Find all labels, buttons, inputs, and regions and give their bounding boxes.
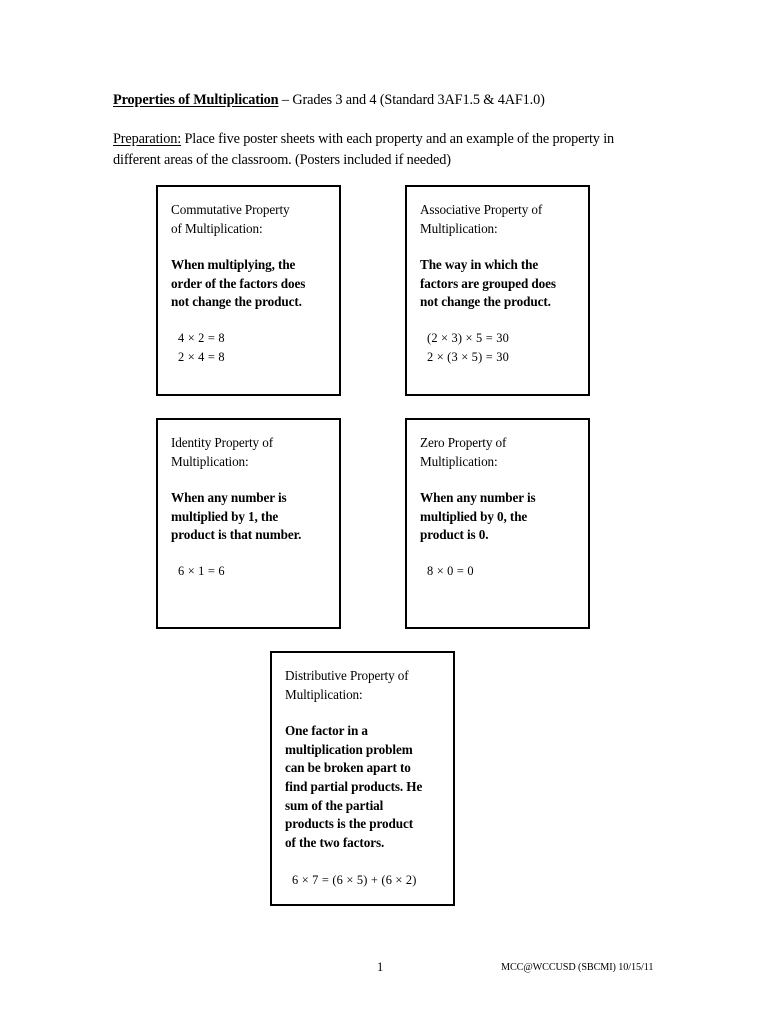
poster-box-content: Zero Property of Multiplication: When an… (407, 420, 588, 581)
poster-title: Commutative Property of Multiplication: (171, 202, 290, 236)
document-header: Properties of Multiplication – Grades 3 … (113, 90, 673, 110)
equation-line: 6 × 7 = (6 × 5) + (6 × 2) (292, 873, 417, 888)
equation-line: 6 × 1 = 6 (178, 563, 225, 578)
document-footer: 1 MCC@WCCUSD (SBCMI) 10/15/11 (0, 960, 768, 984)
poster-title: Distributive Property of Multiplication: (285, 668, 409, 702)
preparation-instructions: Place five poster sheets with each prope… (113, 131, 615, 168)
equation-line: 8 × 0 = 0 (427, 563, 474, 578)
preparation-paragraph: Preparation: Place five poster sheets wi… (113, 129, 658, 170)
poster-box-commutative: Commutative Property of Multiplication: … (156, 185, 341, 396)
page-number: 1 (377, 960, 384, 974)
poster-box-distributive: Distributive Property of Multiplication:… (270, 651, 455, 906)
footer-credit: MCC@WCCUSD (SBCMI) 10/15/11 (501, 962, 654, 973)
poster-body: One factor in a multiplication problem c… (285, 723, 423, 850)
poster-equations: (2 × 3) × 5 = 30 2 × (3 × 5) = 30 (420, 329, 588, 367)
poster-title: Associative Property of Multiplication: (420, 202, 543, 236)
poster-title: Identity Property of Multiplication: (171, 435, 274, 469)
page-title: Properties of Multiplication – Grades 3 … (113, 90, 673, 110)
poster-body: When multiplying, the order of the facto… (171, 257, 306, 310)
equation-line: 2 × 4 = 8 (178, 349, 225, 364)
poster-equations: 4 × 2 = 8 2 × 4 = 8 (171, 329, 339, 367)
preparation-label: Preparation: (113, 131, 182, 147)
poster-box-identity: Identity Property of Multiplication: Whe… (156, 418, 341, 629)
poster-box-associative: Associative Property of Multiplication: … (405, 185, 590, 396)
poster-body: When any number is multiplied by 1, the … (171, 490, 302, 543)
poster-body: When any number is multiplied by 0, the … (420, 490, 536, 543)
page-title-subtitle: – Grades 3 and 4 (Standard 3AF1.5 & 4AF1… (278, 92, 545, 108)
preparation-section: Preparation: Place five poster sheets wi… (113, 129, 658, 170)
equation-line: 4 × 2 = 8 (178, 330, 225, 345)
poster-body: The way in which the factors are grouped… (420, 257, 556, 310)
equation-line: 2 × (3 × 5) = 30 (427, 349, 509, 364)
page-title-main: Properties of Multiplication (113, 92, 279, 108)
poster-equations: 8 × 0 = 0 (420, 562, 588, 581)
poster-equations: 6 × 7 = (6 × 5) + (6 × 2) (285, 871, 453, 890)
poster-title: Zero Property of Multiplication: (420, 435, 507, 469)
poster-box-content: Identity Property of Multiplication: Whe… (158, 420, 339, 581)
poster-box-content: Associative Property of Multiplication: … (407, 187, 588, 367)
poster-equations: 6 × 1 = 6 (171, 562, 339, 581)
poster-box-content: Distributive Property of Multiplication:… (272, 653, 453, 890)
poster-box-content: Commutative Property of Multiplication: … (158, 187, 339, 367)
equation-line: (2 × 3) × 5 = 30 (427, 330, 509, 345)
poster-box-zero: Zero Property of Multiplication: When an… (405, 418, 590, 629)
